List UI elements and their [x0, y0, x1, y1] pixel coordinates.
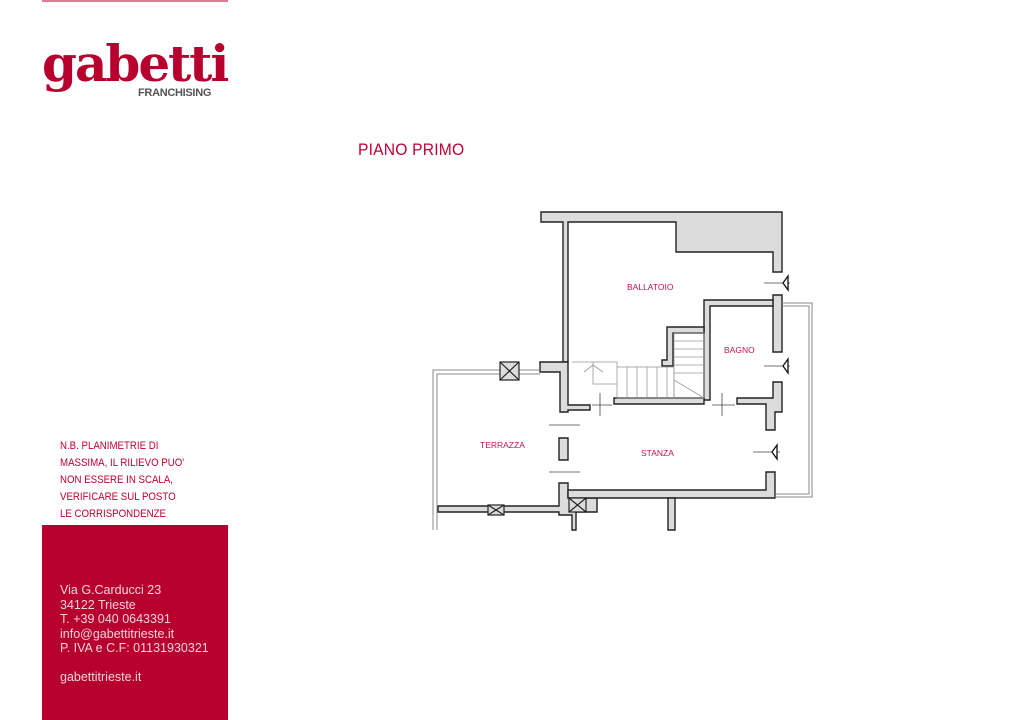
logo-subtitle: FRANCHISING: [138, 87, 212, 99]
disclaimer-line: LE CORRISPONDENZE: [60, 508, 166, 520]
logo-wordmark: gabetti: [42, 34, 229, 93]
room-label-terrazza: TERRAZZA: [480, 440, 525, 450]
contact-city: 34122 Trieste: [60, 597, 136, 612]
contact-panel: Via G.Carducci 23 34122 Trieste T. +39 0…: [42, 525, 228, 720]
contact-details: Via G.Carducci 23 34122 Trieste T. +39 0…: [60, 583, 209, 656]
top-accent-rule: [42, 0, 228, 2]
floor-title: PIANO PRIMO: [358, 140, 465, 159]
disclaimer-note: N.B. PLANIMETRIE DI MASSIMA, IL RILIEVO …: [60, 438, 210, 523]
disclaimer-line: N.B. PLANIMETRIE DI: [60, 440, 159, 452]
contact-email: info@gabettitrieste.it: [60, 626, 175, 641]
contact-vat: P. IVA e C.F: 01131930321: [60, 641, 209, 655]
room-label-ballatoio: BALLATOIO: [627, 282, 674, 292]
disclaimer-line: MASSIMA, IL RILIEVO PUO': [60, 457, 185, 469]
disclaimer-line: VERIFICARE SUL POSTO: [60, 491, 176, 503]
contact-address: Via G.Carducci 23: [60, 583, 162, 597]
room-label-stanza: STANZA: [641, 448, 674, 458]
disclaimer-line: NON ESSERE IN SCALA,: [60, 474, 173, 486]
room-label-bagno: BAGNO: [724, 345, 755, 355]
gabetti-logo: gabetti FRANCHISING: [42, 34, 232, 114]
contact-phone: T. +39 040 0643391: [60, 612, 171, 626]
contact-website: gabettitrieste.it: [60, 670, 142, 684]
